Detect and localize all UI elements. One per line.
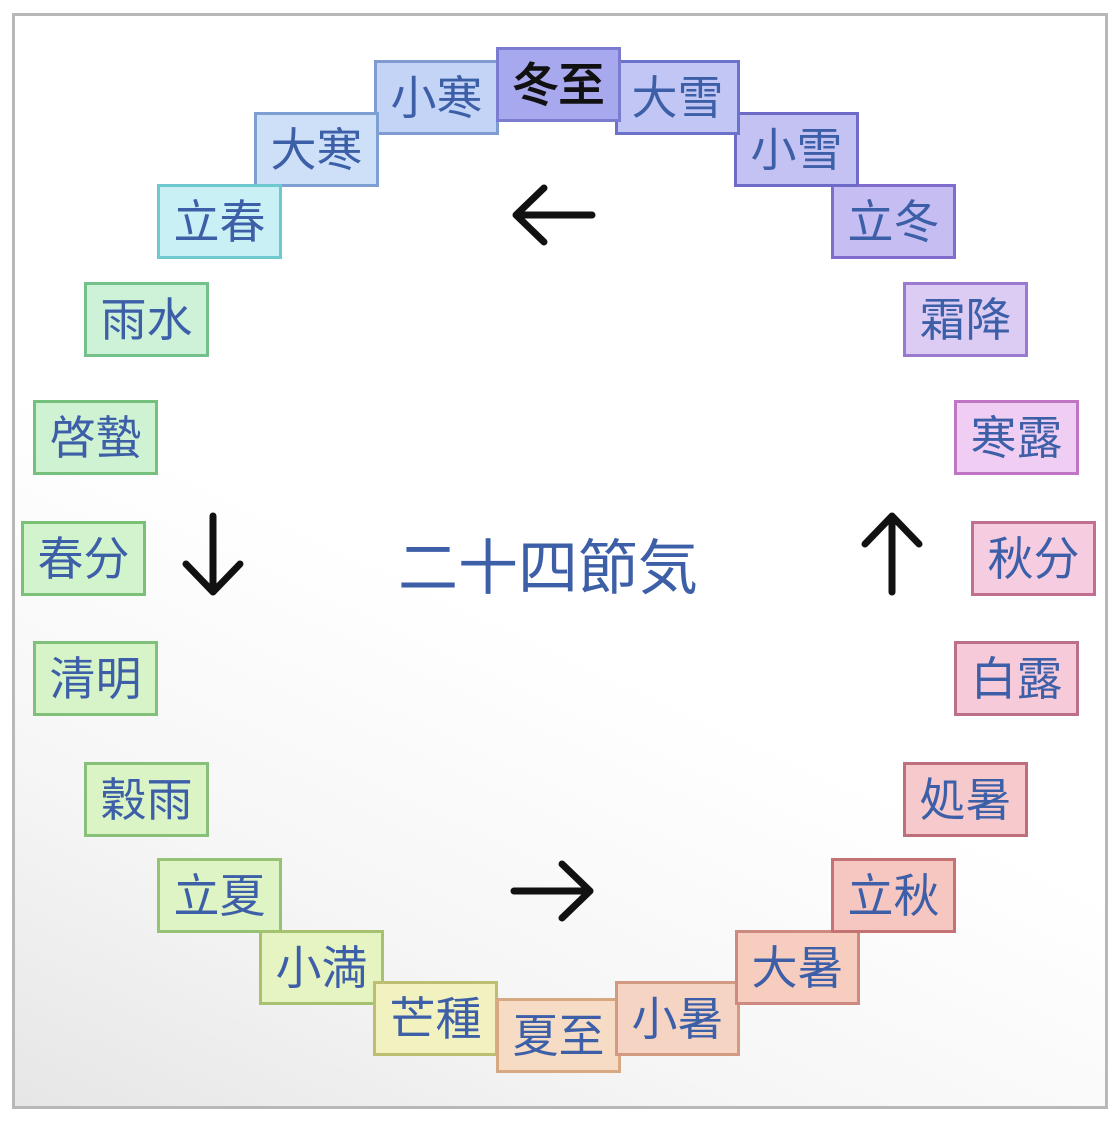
term-box: 立夏	[157, 858, 282, 933]
arrow-left-icon	[512, 184, 596, 246]
term-box: 小雪	[734, 112, 859, 187]
term-box: 清明	[33, 641, 158, 716]
term-box: 寒露	[954, 400, 1079, 475]
term-box: 冬至	[496, 47, 621, 122]
term-box: 立冬	[831, 184, 956, 259]
arrow-down-icon	[182, 512, 244, 596]
term-box: 小満	[259, 930, 384, 1005]
term-box: 処暑	[903, 762, 1028, 837]
term-box: 雨水	[84, 282, 209, 357]
term-box: 春分	[21, 521, 146, 596]
term-box: 白露	[954, 641, 1079, 716]
arrow-right-icon	[510, 860, 594, 922]
term-box: 霜降	[903, 282, 1028, 357]
term-box: 立秋	[831, 858, 956, 933]
term-box: 芒種	[373, 981, 498, 1056]
term-box: 秋分	[971, 521, 1096, 596]
term-box: 啓蟄	[33, 400, 158, 475]
arrow-up-icon	[861, 512, 923, 596]
term-box: 大雪	[615, 60, 740, 135]
term-box: 大暑	[735, 930, 860, 1005]
term-box: 夏至	[496, 998, 621, 1073]
term-box: 小暑	[615, 981, 740, 1056]
term-box: 立春	[157, 184, 282, 259]
term-box: 穀雨	[84, 762, 209, 837]
term-box: 大寒	[254, 112, 379, 187]
center-title: 二十四節気	[398, 534, 698, 604]
term-box: 小寒	[374, 60, 499, 135]
